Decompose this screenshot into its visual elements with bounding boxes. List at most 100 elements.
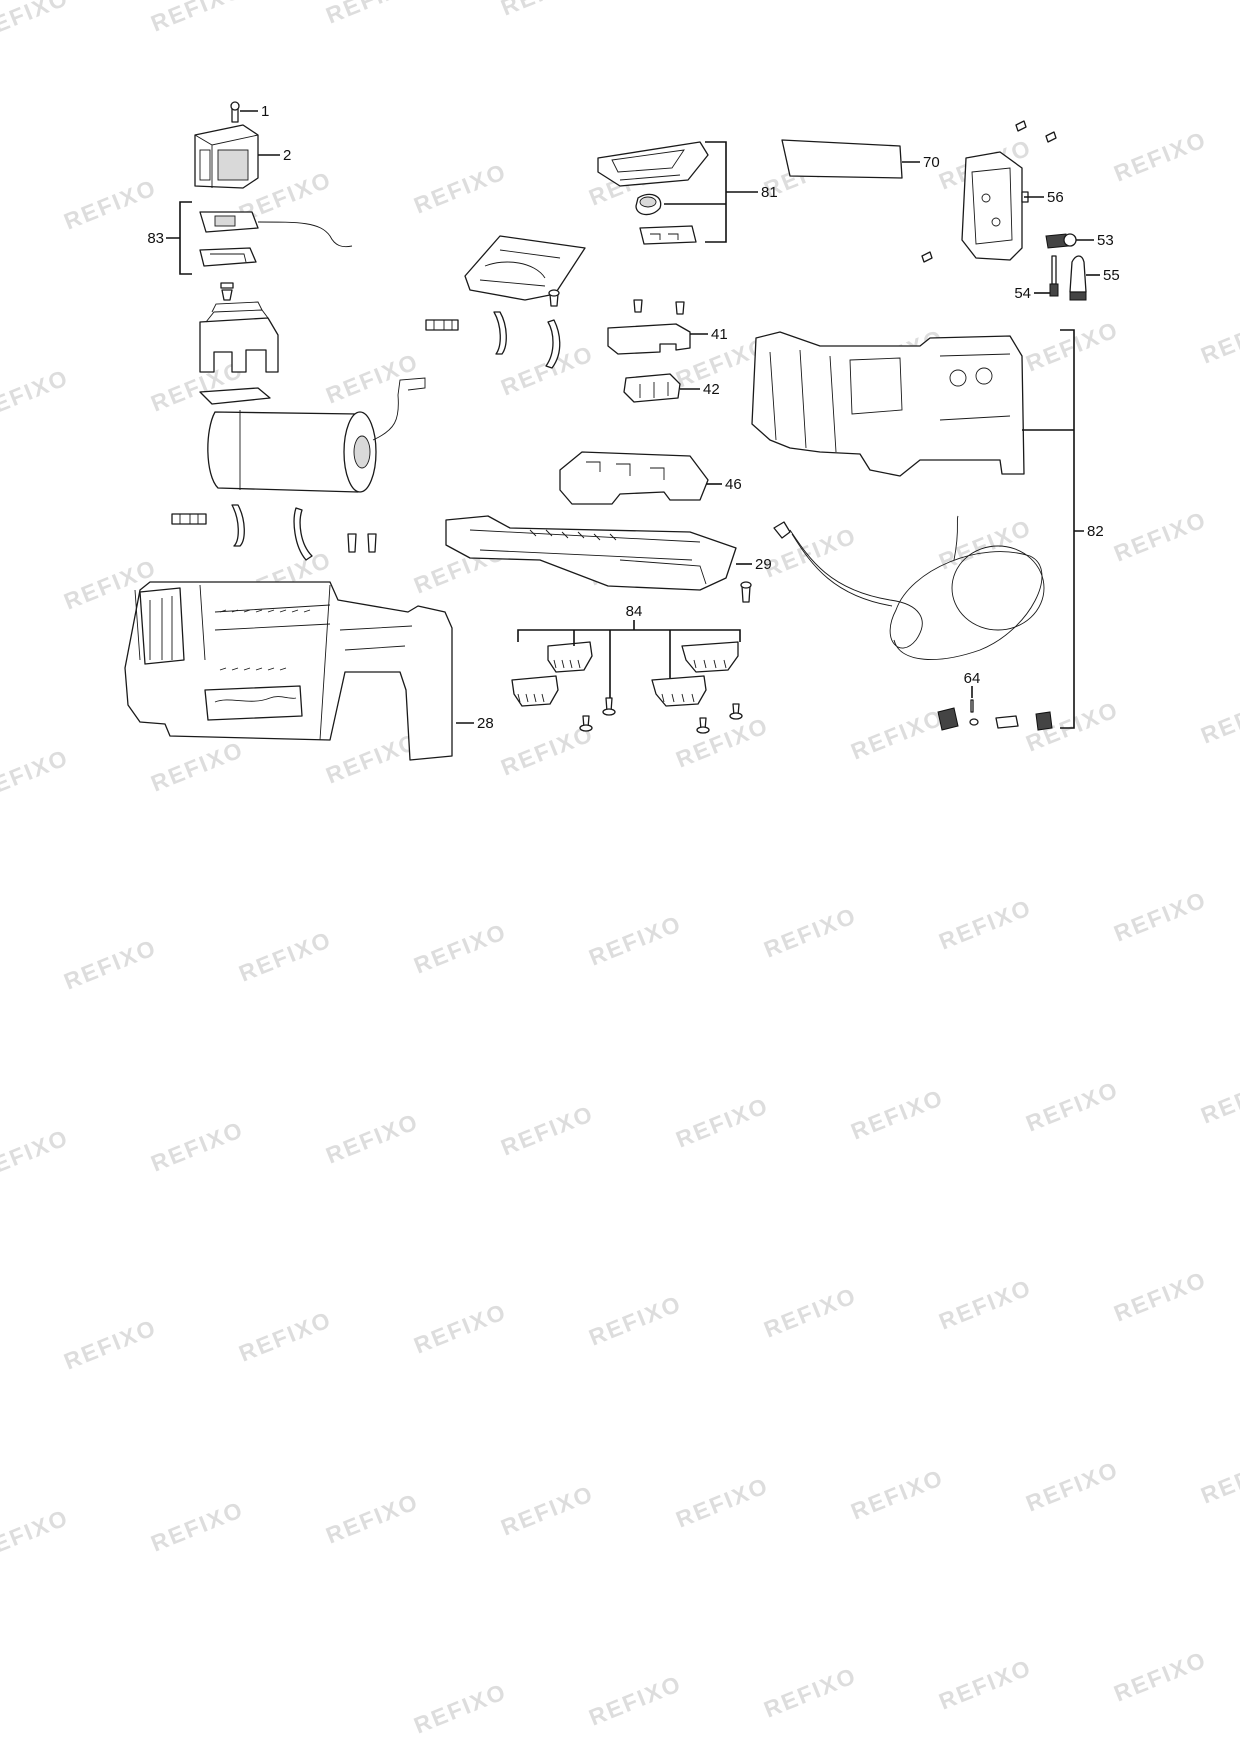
part-28-main-housing: [124, 581, 453, 761]
watermark-text: REFIXO: [60, 1314, 160, 1375]
part-64-adapter-set: [937, 699, 1053, 731]
watermark-text: REFIXO: [935, 894, 1035, 955]
part-motor: [199, 377, 426, 493]
part-46-frame: [559, 451, 709, 505]
watermark-text: REFIXO: [585, 910, 685, 971]
housing-vent-slots: [219, 609, 311, 671]
watermark-text: REFIXO: [1022, 1456, 1122, 1517]
watermark-text: REFIXO: [935, 514, 1035, 575]
callout-70: 70: [923, 154, 940, 171]
watermark-text: REFIXO: [760, 522, 860, 583]
part-56-screws: [921, 120, 1057, 263]
part-29-screw: [740, 581, 752, 603]
part-curved-spring-a: [231, 504, 245, 547]
watermark-text: REFIXO: [60, 174, 160, 235]
part-1-screw: [230, 101, 240, 123]
watermark-text: REFIXO: [1197, 1068, 1240, 1129]
part-84-foot-d: [651, 675, 707, 707]
leader-lines: [166, 110, 1100, 729]
watermark-text: REFIXO: [322, 0, 422, 29]
part-spacer-block-left: [171, 513, 207, 525]
watermark-text: REFIXO: [585, 1670, 685, 1731]
watermark-text: REFIXO: [585, 1290, 685, 1351]
part-hose: [773, 515, 1045, 660]
part-56-plate: [961, 151, 1029, 261]
part-42-valve-block: [623, 373, 681, 403]
part-83-sensor-assembly: [199, 211, 353, 267]
callout-29: 29: [755, 556, 772, 573]
watermark-text: REFIXO: [410, 158, 510, 219]
part-41-bracket: [607, 299, 691, 355]
part-82-housing-half: [751, 331, 1025, 477]
callout-1: 1: [261, 103, 269, 120]
part-29-base-tray: [445, 515, 737, 591]
watermark-text: REFIXO: [1197, 1448, 1240, 1509]
watermark-text: REFIXO: [497, 1100, 597, 1161]
callout-55: 55: [1103, 267, 1120, 284]
watermark-text: REFIXO: [0, 1124, 72, 1185]
watermark-text: REFIXO: [760, 1282, 860, 1343]
part-81-switch-block: [639, 225, 697, 245]
callout-82: 82: [1087, 523, 1104, 540]
part-2-cylinder-cap: [194, 124, 259, 189]
watermark-text: REFIXO: [410, 1678, 510, 1739]
part-53-fitting: [1045, 233, 1077, 249]
watermark-text: REFIXO: [147, 736, 247, 797]
part-spacer-block-center: [425, 319, 459, 331]
watermark-text: REFIXO: [760, 1662, 860, 1723]
part-cylinder-head: [199, 301, 279, 373]
watermark-text: REFIXO: [1110, 1266, 1210, 1327]
part-curved-spring-b: [293, 507, 313, 561]
callout-56: 56: [1047, 189, 1064, 206]
watermark-text: REFIXO: [60, 934, 160, 995]
watermark-text: REFIXO: [847, 704, 947, 765]
watermark-text: REFIXO: [497, 340, 597, 401]
part-curved-spring-c: [493, 311, 507, 355]
watermark-text: REFIXO: [935, 1654, 1035, 1715]
watermark-text: REFIXO: [672, 1472, 772, 1533]
part-81-button-knob: [635, 193, 662, 216]
part-54-needle: [1049, 255, 1059, 297]
watermark-text: REFIXO: [235, 1306, 335, 1367]
part-84-foot-c: [681, 641, 739, 673]
part-84-foot-b: [511, 675, 559, 707]
callout-53: 53: [1097, 232, 1114, 249]
part-84-foot-a: [547, 641, 593, 673]
watermark-text: REFIXO: [410, 1298, 510, 1359]
watermark-text: REFIXO: [1110, 1646, 1210, 1707]
part-cover-screw: [548, 289, 560, 307]
part-curved-spring-d: [545, 319, 561, 369]
callout-54: 54: [1014, 285, 1031, 302]
watermark-text: REFIXO: [410, 918, 510, 979]
watermark-text: REFIXO: [147, 1116, 247, 1177]
watermark-text: REFIXO: [1197, 688, 1240, 749]
part-small-nut: [220, 282, 234, 301]
watermark-text: REFIXO: [1022, 1076, 1122, 1137]
watermark-text: REFIXO: [147, 1496, 247, 1557]
watermark-text: REFIXO: [0, 744, 72, 805]
callout-2: 2: [283, 147, 291, 164]
watermark-text: REFIXO: [322, 1108, 422, 1169]
callout-64: 64: [964, 670, 981, 687]
watermark-text: REFIXO: [235, 926, 335, 987]
watermark-text: REFIXO: [1110, 506, 1210, 567]
watermark-text: REFIXO: [0, 0, 72, 45]
watermark-text: REFIXO: [1197, 308, 1240, 369]
part-84-screws: [579, 697, 743, 734]
watermark-text: REFIXO: [1110, 126, 1210, 187]
watermark-text: REFIXO: [1110, 886, 1210, 947]
callout-84: 84: [626, 603, 643, 620]
watermark-text: REFIXO: [322, 728, 422, 789]
watermark-text: REFIXO: [935, 1274, 1035, 1335]
callout-28: 28: [477, 715, 494, 732]
callout-41: 41: [711, 326, 728, 343]
callout-83: 83: [147, 230, 164, 247]
watermark-text: REFIXO: [497, 1480, 597, 1541]
part-81-control-panel: [597, 141, 709, 187]
watermark-text: REFIXO: [147, 0, 247, 37]
watermark-text: REFIXO: [847, 1464, 947, 1525]
callout-labels: 1 2 83 70 81 56 53 55 54 41 42 46 82 29 …: [147, 103, 1119, 732]
part-small-screws-pair: [347, 533, 377, 553]
callout-42: 42: [703, 381, 720, 398]
